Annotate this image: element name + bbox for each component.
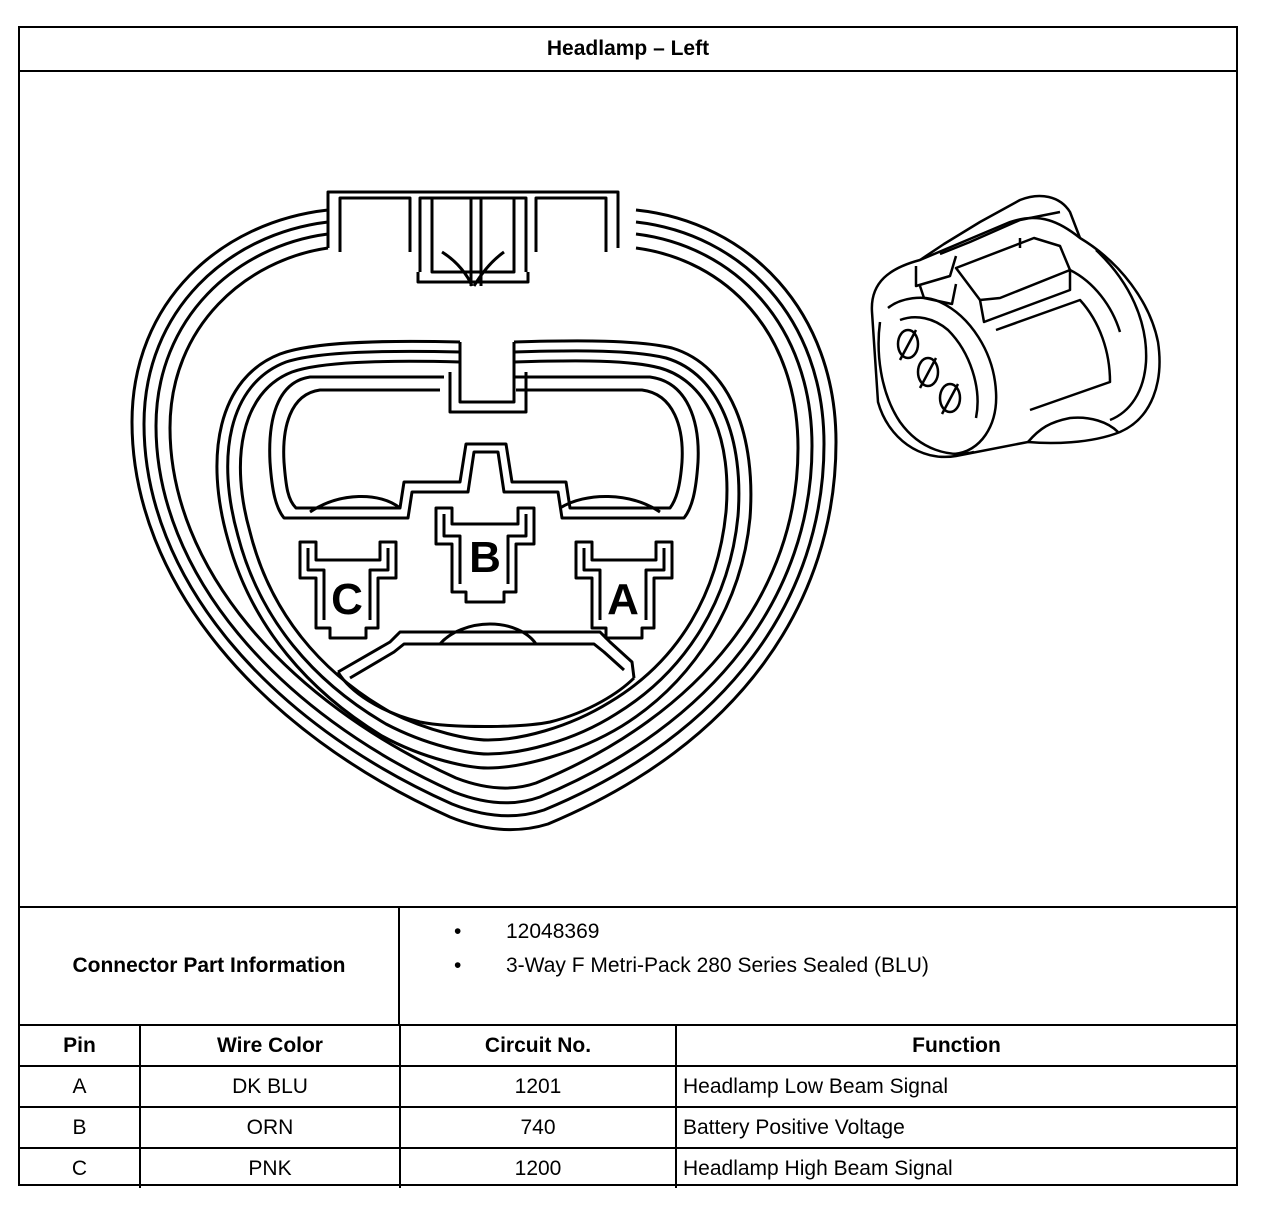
terminal-label-c: C (331, 575, 363, 624)
function-cell: Headlamp Low Beam Signal (675, 1065, 1236, 1108)
terminal-c (298, 540, 398, 640)
table-row: A DK BLU 1201 Headlamp Low Beam Signal (20, 1065, 1236, 1108)
lower-arch (309, 494, 661, 728)
connector-housing (130, 208, 838, 832)
connector-part-info-list: • 12048369 • 3-Way F Metri-Pack 280 Seri… (400, 908, 1236, 1024)
connector-sheet: Headlamp – Left (18, 26, 1238, 1188)
pin-cell: A (20, 1065, 141, 1108)
wire-color-cell: DK BLU (139, 1065, 401, 1108)
bullet-icon: • (454, 954, 462, 977)
bullet-icon: • (454, 920, 462, 943)
terminal-label-a: A (607, 575, 639, 624)
function-cell: Battery Positive Voltage (675, 1106, 1236, 1149)
table-row: B ORN 740 Battery Positive Voltage (20, 1106, 1236, 1149)
column-header-function: Function (675, 1024, 1236, 1067)
part-number: 12048369 (506, 920, 600, 943)
connector-part-info-label: Connector Part Information (20, 908, 400, 1024)
wire-color-cell: ORN (139, 1106, 401, 1149)
wire-color-cell: PNK (139, 1147, 401, 1188)
terminal-a (574, 540, 674, 640)
table-header-row: Pin Wire Color Circuit No. Function (20, 1024, 1236, 1067)
page-title: Headlamp – Left (20, 28, 1236, 72)
pin-cell: B (20, 1106, 141, 1149)
connector-face-diagram: C B A (130, 190, 1161, 832)
column-header-pin: Pin (20, 1024, 141, 1067)
pin-cell: C (20, 1147, 141, 1188)
circuit-cell: 740 (399, 1106, 677, 1149)
terminal-label-b: B (469, 533, 501, 582)
connector-latch (326, 190, 620, 287)
connector-figure: C B A (20, 72, 1236, 906)
cavity-outline (215, 339, 753, 770)
column-header-circuit: Circuit No. (399, 1024, 677, 1067)
table-row: C PNK 1200 Headlamp High Beam Signal (20, 1147, 1236, 1188)
connector-part-info: Connector Part Information • 12048369 • … (20, 906, 1236, 1024)
upper-chambers (268, 375, 700, 520)
pin-table: Pin Wire Color Circuit No. Function A DK… (20, 1024, 1236, 1188)
circuit-cell: 1201 (399, 1065, 677, 1108)
part-description: 3-Way F Metri-Pack 280 Series Sealed (BL… (506, 954, 929, 977)
function-cell: Headlamp High Beam Signal (675, 1147, 1236, 1188)
connector-perspective-view (870, 194, 1161, 459)
circuit-cell: 1200 (399, 1147, 677, 1188)
column-header-wire-color: Wire Color (139, 1024, 401, 1067)
terminal-b (434, 506, 536, 604)
